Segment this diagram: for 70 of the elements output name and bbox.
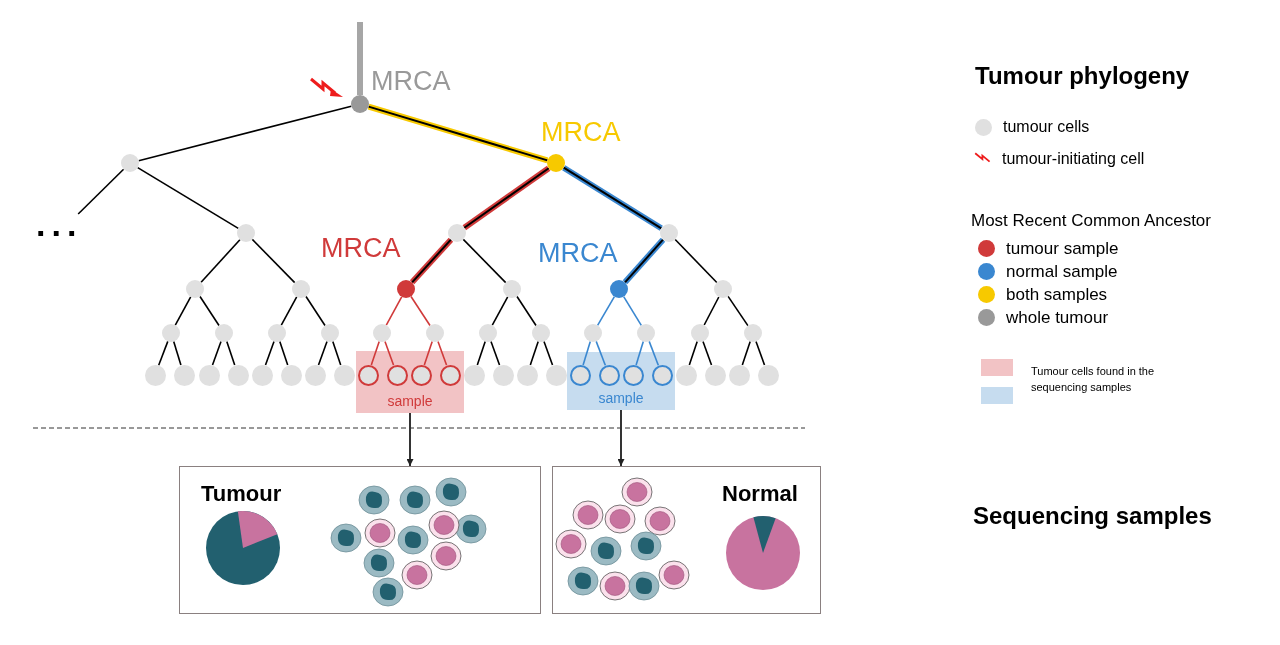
cell-node [292, 280, 310, 298]
cell-node [545, 364, 567, 386]
cell-node [333, 364, 355, 386]
legend-label: tumour cells [1003, 118, 1090, 136]
cell-node [651, 364, 673, 386]
cell-node [237, 224, 255, 242]
cell-node [479, 324, 497, 342]
cell-node [547, 154, 565, 172]
cell-node [357, 364, 379, 386]
legend-heading: Most Recent Common Ancestor [971, 211, 1211, 231]
node-label: MRCA [321, 233, 401, 264]
cell-node [198, 364, 220, 386]
cell-node [598, 364, 620, 386]
cell-node [280, 364, 302, 386]
cell-node [448, 224, 466, 242]
cell-node [622, 364, 644, 386]
ellipsis-text: ... [36, 214, 94, 240]
cell-node [215, 324, 233, 342]
cell-node [492, 364, 514, 386]
cell-node [532, 324, 550, 342]
cell-node [121, 154, 139, 172]
legend-label: both samples [1006, 285, 1108, 305]
cell-node [569, 364, 591, 386]
sample-box [567, 352, 675, 410]
panel-title: Tumour [201, 481, 282, 507]
cell-node [144, 364, 166, 386]
cell-node [675, 364, 697, 386]
legend-label: tumour-initiating cell [1002, 150, 1145, 168]
cell-node [728, 364, 750, 386]
cell-node [321, 324, 339, 342]
cell-node [584, 324, 602, 342]
cell-node [186, 280, 204, 298]
cell-node [503, 280, 521, 298]
cell-node [304, 364, 326, 386]
panel-title: Normal [722, 481, 798, 507]
sample-panel [552, 466, 821, 614]
cell-node [251, 364, 273, 386]
cell-node [757, 364, 779, 386]
cell-node [516, 364, 538, 386]
section-heading: Sequencing samples [973, 502, 1212, 530]
cell-node [227, 364, 249, 386]
cell-node [439, 364, 461, 386]
cell-node [373, 324, 391, 342]
cell-node [351, 95, 369, 113]
legend-label: normal sample [1006, 262, 1118, 282]
legend-label: whole tumour [1006, 308, 1109, 328]
box-label: sample [597, 390, 645, 406]
cell-node [397, 280, 415, 298]
node-label: MRCA [371, 66, 451, 97]
cell-node [173, 364, 195, 386]
cell-node [268, 324, 286, 342]
cell-node [637, 324, 655, 342]
cell-node [744, 324, 762, 342]
sample-panel [179, 466, 541, 614]
node-label: MRCA [538, 238, 618, 269]
cell-node [691, 324, 709, 342]
node-label: MRCA [541, 117, 621, 148]
title: Tumour phylogeny [975, 62, 1190, 90]
box-label: sample [386, 393, 434, 409]
cell-node [426, 324, 444, 342]
cell-node [704, 364, 726, 386]
cell-node [162, 324, 180, 342]
cell-node [610, 280, 628, 298]
cell-node [410, 364, 432, 386]
cell-node [714, 280, 732, 298]
legend-label: Tumour cells found in the sequencing samples [1031, 364, 1156, 395]
cell-node [386, 364, 408, 386]
legend-label: tumour sample [1006, 239, 1119, 259]
sample-box [356, 351, 464, 413]
cell-node [660, 224, 678, 242]
